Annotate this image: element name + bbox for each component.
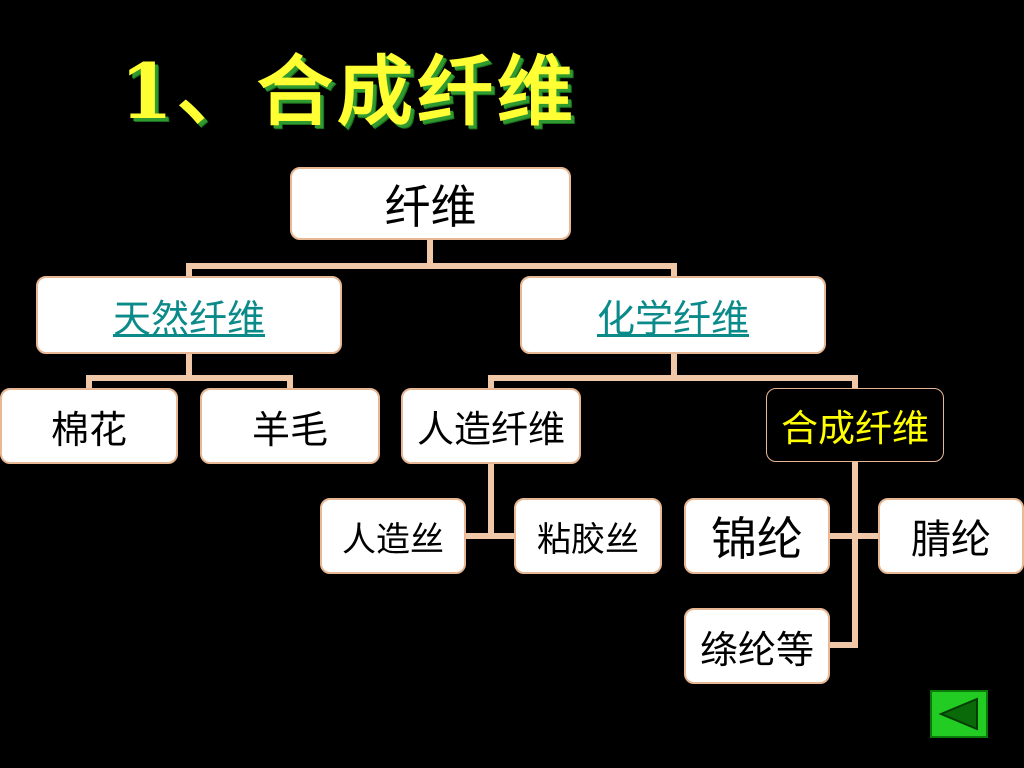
node-acrylic: 腈纶 (878, 498, 1024, 574)
node-viscose: 粘胶丝 (514, 498, 662, 574)
node-fiber-label: 纤维 (384, 179, 477, 234)
back-button[interactable] (930, 690, 988, 738)
triangle-left-icon (938, 697, 978, 731)
node-natural-fiber: 天然纤维 (36, 276, 342, 354)
node-nylon: 锦纶 (684, 498, 830, 574)
node-wool-label: 羊毛 (251, 407, 328, 452)
node-polyester-label: 绦纶等 (699, 627, 814, 672)
node-wool: 羊毛 (200, 388, 380, 464)
node-fiber: 纤维 (290, 167, 571, 240)
node-artificial-fiber: 人造纤维 (401, 388, 581, 464)
node-nylon-label: 锦纶 (711, 512, 803, 566)
node-acrylic-label: 腈纶 (911, 517, 991, 563)
node-synthetic-fiber-label: 合成纤维 (781, 407, 929, 450)
chemical-fiber-link[interactable]: 化学纤维 (596, 296, 749, 341)
node-viscose-label: 粘胶丝 (537, 519, 639, 560)
slide-title: 1、合成纤维 (120, 47, 577, 136)
node-cotton-label: 棉花 (50, 407, 127, 452)
node-artificial-fiber-label: 人造纤维 (417, 408, 565, 451)
node-rayon-label: 人造丝 (342, 519, 444, 560)
node-polyester: 绦纶等 (684, 608, 830, 684)
node-synthetic-fiber: 合成纤维 (766, 388, 944, 462)
node-cotton: 棉花 (0, 388, 178, 464)
natural-fiber-link[interactable]: 天然纤维 (112, 296, 265, 341)
node-rayon: 人造丝 (320, 498, 466, 574)
node-chemical-fiber: 化学纤维 (520, 276, 826, 354)
